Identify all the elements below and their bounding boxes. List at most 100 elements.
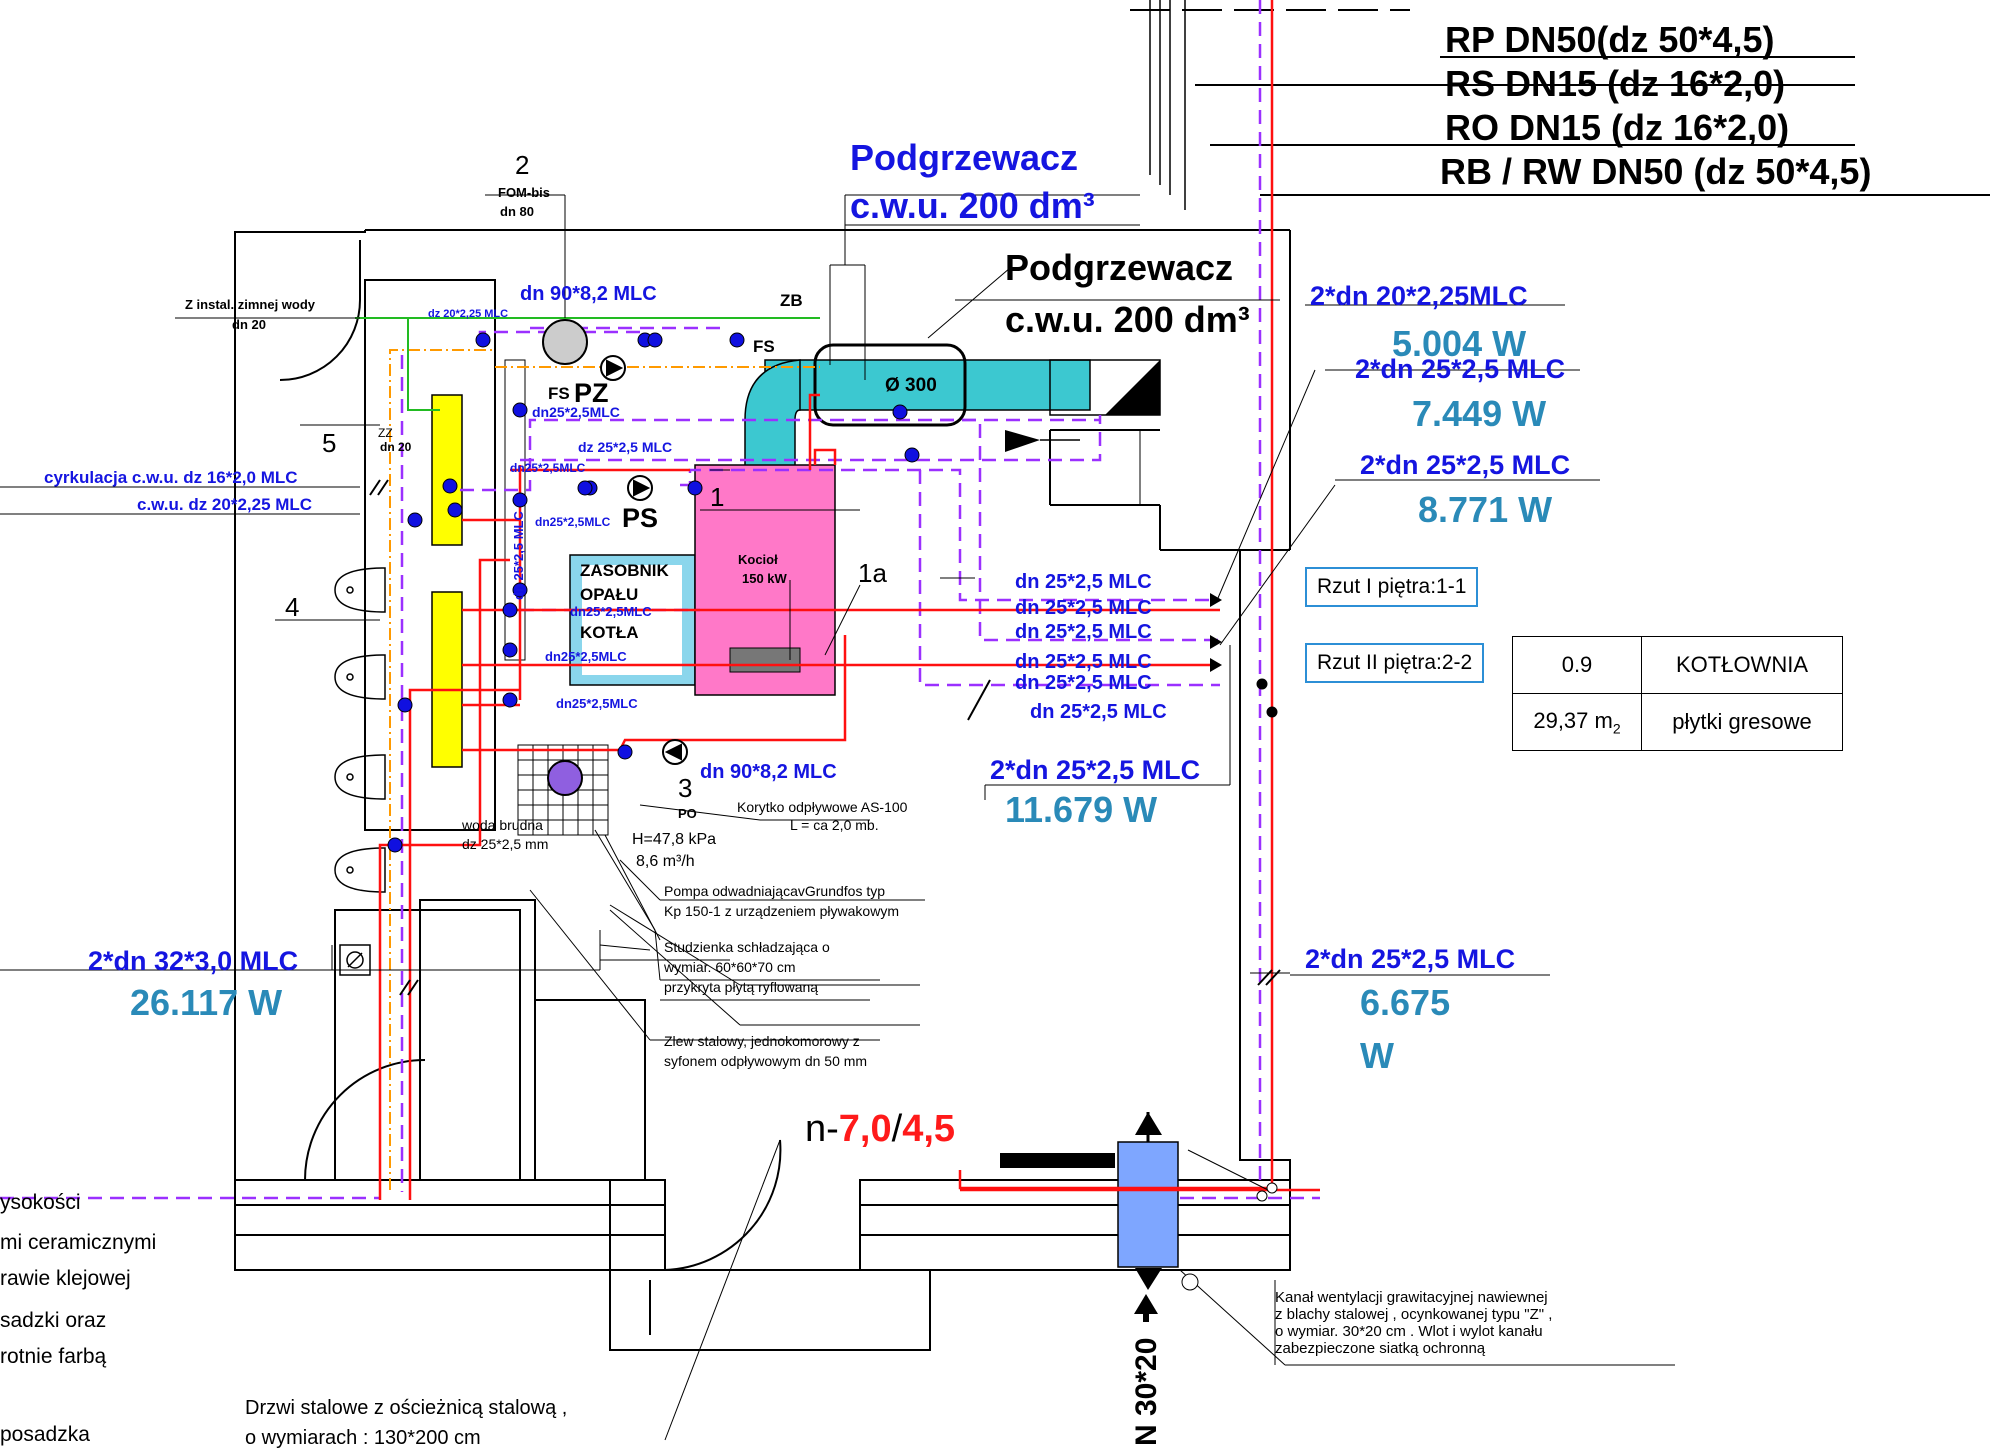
vent-desc-4: zabezpieczone siatką ochronną (1275, 1340, 1486, 1357)
sink-desc-1: Zlew stalowy, jednokomorowy z (664, 1033, 860, 1049)
well-desc-1: Studzienka schładzająca o (664, 939, 830, 955)
pipe-right-2: dn 25*2,5 MLC (1015, 597, 1152, 619)
leader-lines (0, 194, 1675, 1366)
pipe-right-6: dn 25*2,5 MLC (1030, 701, 1167, 723)
pipe-right-1: dn 25*2,5 MLC (1015, 571, 1152, 593)
label-5: 5 (322, 428, 337, 458)
room-name: KOTŁOWNIA (1641, 636, 1843, 694)
circuit-5-power-1: 6.675 (1360, 982, 1451, 1023)
pump-icons (542, 319, 688, 765)
supply-pipes (378, 0, 1320, 1200)
vent-channel (1117, 1141, 1179, 1268)
wc-fixtures (334, 567, 386, 976)
cold-water-pipe (355, 317, 820, 411)
well-desc-2: wymiar. 60*60*70 cm (664, 959, 796, 975)
air-change-rate: n-7,0/4,5 (805, 1108, 956, 1150)
pump-desc-1: Pompa odwadniającavGrundfos typ (664, 883, 886, 899)
circuit-1-pipe: 2*dn 20*2,25MLC (1310, 281, 1528, 311)
circuit-2-pipe: 2*dn 25*2,5 MLC (1355, 354, 1566, 384)
pump-head: H=47,8 kPa (632, 831, 717, 848)
dirty-water-label: woda brudna (462, 817, 543, 833)
label-1: 1 (710, 482, 725, 512)
label-2: 2 (515, 150, 530, 180)
door-desc-1: Drzwi stalowe z ościeżnicą stalową , (245, 1397, 568, 1419)
manifold-lower (431, 591, 463, 768)
left-note-4: sadzki oraz (0, 1309, 107, 1332)
pipe-dn25-f: dn25*2,5MLC (545, 649, 627, 664)
heater-title-1: Podgrzewacz (850, 137, 1079, 178)
vent-desc-1: Kanał wentylacji grawitacyjnej nawiewnej (1275, 1289, 1548, 1306)
fom-name: FOM-bis (498, 185, 550, 200)
door-desc-2: o wymiarach : 130*200 cm (245, 1427, 481, 1449)
pipe-junctions (387, 332, 920, 853)
walls (234, 229, 1291, 1351)
hot-water-label: c.w.u. dz 20*2,25 MLC (137, 495, 313, 514)
trough-length: L = ca 2,0 mb. (790, 817, 879, 833)
label-zb: ZB (780, 291, 803, 310)
pipe-dn25-vert: dn 25*2,5 MLC (511, 511, 526, 600)
power-26117: 26.117 W (130, 982, 283, 1023)
left-note-1: ysokości (0, 1191, 81, 1214)
ventilation-duct (744, 343, 1161, 505)
pipe-dn25-d: dn25*2,5MLC (535, 515, 611, 529)
heater-title-2: c.w.u. 200 dm³ (850, 185, 1095, 226)
header-rb: RB / RW DN50 (dz 50*4,5) (1440, 151, 1872, 192)
pipe-dz20-small: dz 20*2,25 MLC (428, 308, 509, 320)
circuit-4-pipe: 2*dn 25*2,5 MLC (990, 755, 1201, 785)
heater-diameter: Ø 300 (885, 375, 937, 396)
room-floor: płytki gresowe (1641, 693, 1843, 751)
vent-size-label: N 30*20 (1130, 1337, 1163, 1446)
pipe-bottom-main: dn 90*8,2 MLC (700, 761, 837, 783)
well-desc-3: przykryta płytą ryflowaną (664, 979, 819, 995)
storage-line1: ZASOBNIK (580, 561, 669, 580)
left-note-3: rawie klejowej (0, 1267, 131, 1290)
header-rules (1130, 0, 1990, 210)
manifold-upper (431, 394, 463, 546)
circuit-4-power: 11.679 W (1005, 789, 1158, 830)
heater-title-3: Podgrzewacz (1005, 247, 1234, 288)
pump-flow: 8,6 m³/h (636, 853, 695, 870)
label-ps: PS (622, 503, 659, 533)
dirty-water-dn: dz 25*2,5 mm (462, 836, 549, 852)
sink-desc-2: syfonem odpływowym dn 50 mm (664, 1053, 868, 1069)
door-swings (279, 240, 782, 1441)
riser-markers (1181, 678, 1278, 1291)
circuit-5-pipe: 2*dn 25*2,5 MLC (1305, 944, 1516, 974)
label-1a: 1a (858, 558, 887, 588)
pipe-dn25-c: dn25*2,5MLC (510, 461, 586, 475)
label-fs-1: FS (753, 337, 775, 356)
pipe-right-4: dn 25*2,5 MLC (1015, 651, 1152, 673)
riser-arrows (1210, 593, 1222, 672)
arrow-up-icon (1134, 1294, 1158, 1322)
label-4: 4 (285, 592, 300, 622)
circuit-1-power: 5.004 W (1392, 323, 1527, 364)
pipe-32-label: 2*dn 32*3,0 MLC (88, 946, 299, 976)
cold-water-label: Z instal. zimnej wody (185, 297, 316, 312)
pipe-right-3: dn 25*2,5 MLC (1015, 621, 1152, 643)
header-rs: RS DN15 (dz 16*2,0) (1445, 63, 1786, 104)
floor1-ref: Rzut I piętra:1-1 (1305, 567, 1479, 607)
pump-desc-2: Kp 150-1 z urządzeniem pływakowym (664, 903, 899, 919)
room-number: 0.9 (1512, 636, 1642, 694)
circuit-3-power: 8.771 W (1418, 489, 1553, 530)
circulation-label: cyrkulacja c.w.u. dz 16*2,0 MLC (44, 468, 298, 487)
vent-desc-3: o wymiar. 30*20 cm . Wlot i wylot kanału (1275, 1323, 1543, 1340)
pipe-dn25-a: dn25*2,5MLC (532, 404, 620, 420)
trough-label: Korytko odpływowe AS-100 (737, 799, 908, 815)
zz-label: ZZ (378, 426, 393, 440)
floor2-ref: Rzut II piętra:2-2 (1305, 643, 1485, 683)
pipe-dn25-b: dz 25*2,5 MLC (578, 439, 673, 455)
fom-dn: dn 80 (500, 204, 534, 219)
left-note-2: mi ceramicznymi (0, 1231, 157, 1254)
circuit-3-pipe: 2*dn 25*2,5 MLC (1360, 450, 1571, 480)
label-3: 3 (678, 773, 693, 803)
circuit-5-power-2: W (1360, 1035, 1394, 1076)
circuit-2-power: 7.449 W (1412, 393, 1547, 434)
header-ro: RO DN15 (dz 16*2,0) (1445, 107, 1790, 148)
label-po: PO (678, 806, 697, 821)
vent-desc-2: z blachy stalowej , ocynkowanej typu "Z"… (1275, 1306, 1553, 1323)
zz-dn: dn 20 (380, 440, 412, 454)
heater-title-4: c.w.u. 200 dm³ (1005, 299, 1250, 340)
label-fs-2: FS (548, 384, 570, 403)
